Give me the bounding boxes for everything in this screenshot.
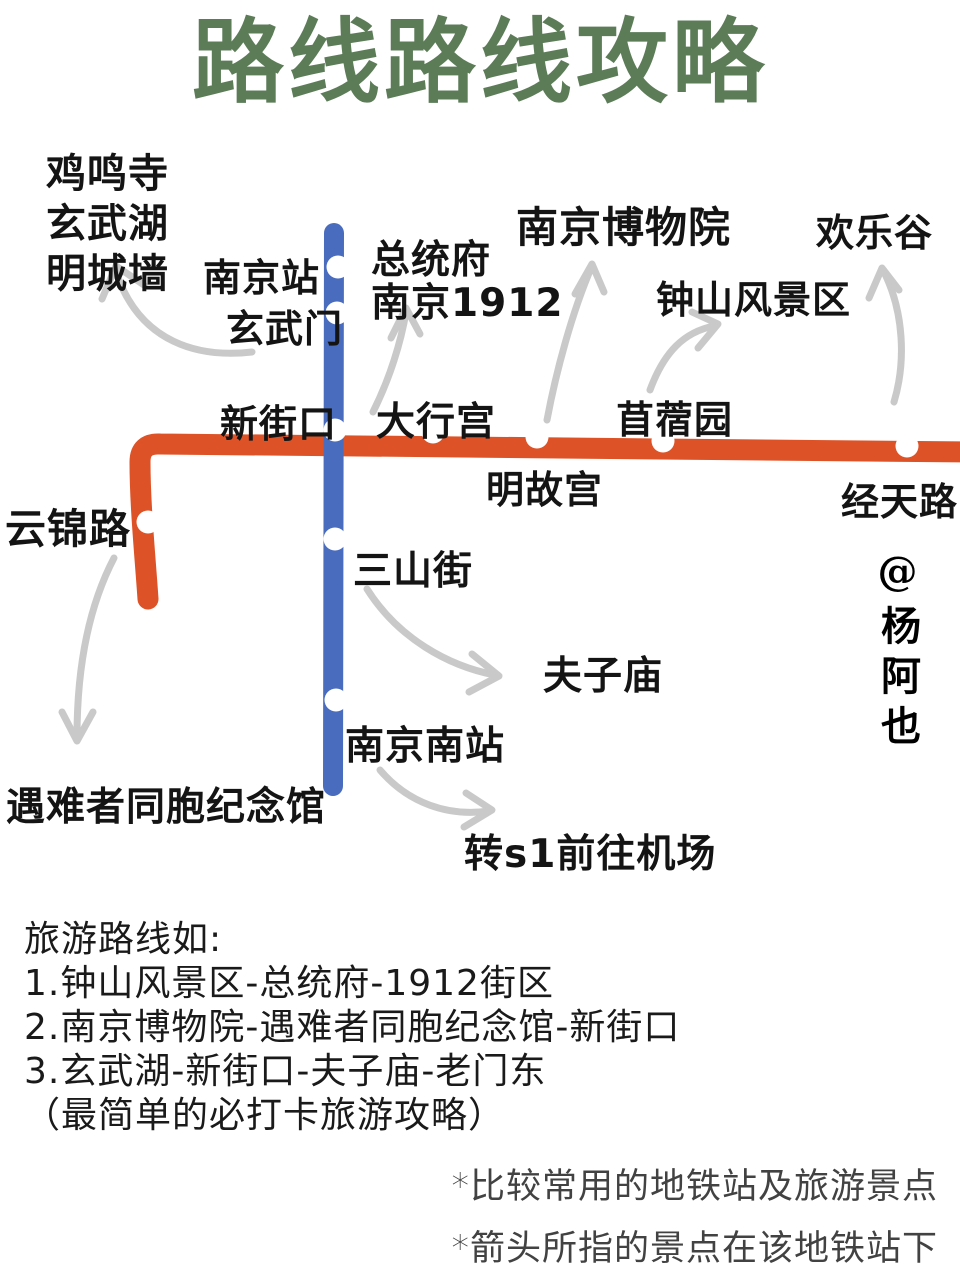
footnote-2: *箭头所指的景点在该地铁站下 — [451, 1229, 938, 1269]
arrow-to-memorial — [73, 554, 118, 741]
station-label-sanshanjie: 三山街 — [353, 549, 474, 594]
author-credit: @杨阿也 — [874, 548, 921, 755]
footnote-1: *比较常用的地铁站及旅游景点 — [451, 1167, 938, 1207]
arrow-to-nanjing-museum-head — [571, 260, 608, 298]
orange-line-path — [129, 433, 960, 610]
route-2: 2.南京博物院-遇难者同胞纪念馆-新街口 — [24, 1007, 681, 1048]
arrow-to-happy-valley-head — [865, 264, 903, 302]
station-dot-yunjinlu — [136, 510, 160, 534]
arrow-to-presidential-palace-head — [387, 304, 424, 342]
arrow-to-presidential-palace — [369, 308, 410, 416]
attraction-jiming-si: 鸡鸣寺 — [46, 151, 169, 197]
route-notes-heading: 旅游路线如: — [24, 919, 223, 960]
station-dot-xinjiekou — [323, 418, 347, 442]
station-dot-minggugong — [525, 425, 549, 449]
station-label-daxinggong: 大行宫 — [376, 400, 497, 445]
station-label-muxuyuan: 苜蓿园 — [616, 398, 734, 442]
attraction-airport-transfer: 转s1前往机场 — [464, 832, 717, 877]
station-label-jingtianlu: 经天路 — [841, 480, 959, 524]
attraction-xuanwu-lake: 玄武湖 — [46, 201, 169, 247]
arrow-to-jiming-si — [112, 268, 256, 357]
station-dot-muxuyuan — [651, 429, 675, 453]
arrow-to-memorial-head — [58, 708, 97, 745]
station-dot-nanjing-station — [326, 255, 350, 279]
route-3: 3.玄武湖-新街口-夫子庙-老门东 — [24, 1051, 547, 1092]
station-dot-sanshanjie — [323, 527, 347, 551]
station-label-yunjinlu: 云锦路 — [5, 505, 131, 553]
arrow-to-jiming-si-head — [98, 262, 148, 303]
arrow-to-zhongshan-scenic-head — [688, 308, 722, 352]
attraction-nanjing-1912: 南京1912 — [371, 281, 564, 326]
station-label-xuanwumen: 玄武门 — [226, 307, 344, 351]
attraction-happy-valley: 欢乐谷 — [816, 211, 934, 255]
page-title: 路线路线攻略 — [191, 9, 768, 116]
station-dot-nanjing-south — [324, 688, 348, 712]
arrow-to-airport — [376, 766, 493, 816]
attraction-confucius-temple: 夫子庙 — [543, 654, 664, 699]
station-label-xinjiekou: 新街口 — [220, 402, 338, 446]
route-notes-remark: （最简单的必打卡旅游攻略） — [24, 1095, 506, 1136]
station-dot-xuanwumen — [325, 301, 349, 325]
arrow-to-airport-head — [460, 789, 496, 831]
station-dot-daxinggong — [421, 420, 445, 444]
arrow-to-confucius-temple-head — [465, 650, 503, 696]
arrow-to-happy-valley — [880, 268, 905, 406]
attraction-ming-wall: 明城墙 — [46, 251, 169, 297]
route-notes: 旅游路线如: 1.钟山风景区-总统府-1912街区 2.南京博物院-遇难者同胞纪… — [24, 918, 680, 1138]
attraction-presidential-palace: 总统府 — [371, 238, 492, 283]
arrow-to-zhongshan-scenic — [646, 322, 718, 394]
station-label-minggugong: 明故宫 — [486, 468, 604, 512]
attraction-zhongshan-scenic: 钟山风景区 — [656, 278, 852, 322]
attraction-nanjing-museum: 南京博物院 — [516, 203, 732, 252]
station-label-nanjing-south: 南京南站 — [345, 724, 506, 769]
footnotes: *比较常用的地铁站及旅游景点 *箭头所指的景点在该地铁站下 — [451, 1156, 938, 1280]
station-dot-jingtianlu — [895, 434, 919, 458]
route-1: 1.钟山风景区-总统府-1912街区 — [24, 963, 554, 1004]
station-label-nanjing-station: 南京站 — [203, 256, 321, 300]
arrow-to-confucius-temple — [363, 585, 499, 679]
attraction-memorial-hall: 遇难者同胞纪念馆 — [6, 785, 327, 830]
